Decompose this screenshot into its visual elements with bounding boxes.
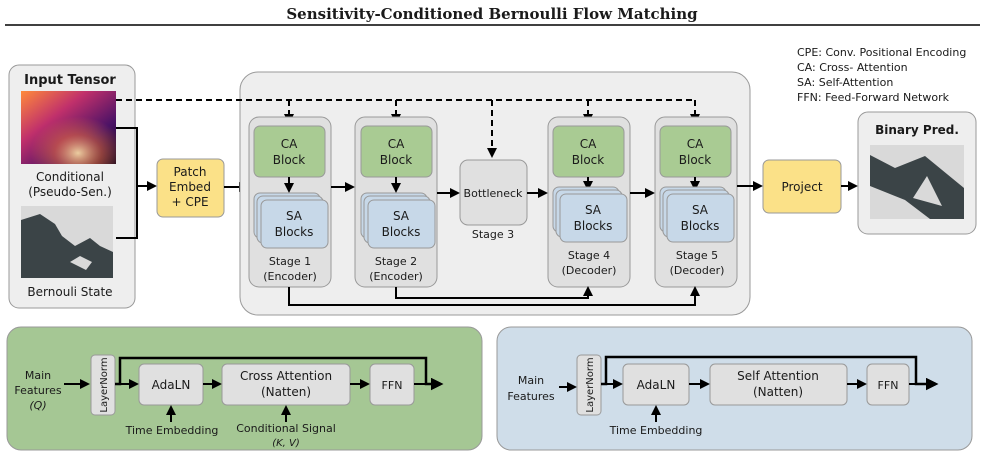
sa-blocks-label: SA <box>286 209 303 223</box>
stage-1: CA Block SA Blocks Stage 1 (Encoder) <box>248 116 332 288</box>
self-attention-label: (Natten) <box>753 385 803 399</box>
ca-block-label: Block <box>572 153 605 167</box>
ca-block <box>659 125 732 178</box>
skip-connection <box>288 286 700 306</box>
sa-blocks-label: SA <box>585 203 602 217</box>
diagram-title: Sensitivity-Conditioned Bernoulli Flow M… <box>286 5 698 23</box>
sa-blocks <box>666 193 735 243</box>
bernoulli-state-image <box>21 206 113 278</box>
ca-block-label: CA <box>687 137 704 151</box>
sa-blocks-label: Blocks <box>681 219 720 233</box>
layernorm-label: LayerNorm <box>99 357 110 412</box>
stage-label: (Decoder) <box>562 264 617 277</box>
stage-label: Stage 2 <box>375 255 417 268</box>
stage-label: Stage 5 <box>676 249 718 262</box>
ca-block <box>360 125 433 178</box>
ca-block-label: CA <box>580 137 597 151</box>
cross-attention-label: (Natten) <box>261 385 311 399</box>
bottleneck-label: Bottleneck <box>464 187 524 200</box>
layernorm-label: LayerNorm <box>585 357 596 412</box>
legend-line: CPE: Conv. Positional Encoding <box>797 46 966 59</box>
stage-2: CA Block SA Blocks Stage 2 (Encoder) <box>354 116 438 288</box>
main-features-label: (Q) <box>29 399 46 412</box>
ca-block-detail-panel: Main Features (Q) LayerNorm AdaLN Cross … <box>6 326 483 451</box>
binary-pred-image <box>870 145 964 219</box>
adaln-label: AdaLN <box>637 378 676 392</box>
self-attention-label: Self Attention <box>737 369 819 383</box>
conditional-label: Conditional <box>36 170 104 184</box>
conditional-signal-label: (K, V) <box>272 438 300 449</box>
legend-line: FFN: Feed-Forward Network <box>797 91 950 104</box>
main-features-label: Main <box>518 374 544 387</box>
ca-block-label: CA <box>281 137 298 151</box>
cross-attention-label: Cross Attention <box>240 369 332 383</box>
sa-blocks <box>260 199 329 249</box>
ffn-label: FFN <box>382 379 403 392</box>
stage-label: (Encoder) <box>369 270 423 283</box>
ca-block-label: Block <box>380 153 413 167</box>
conditional-sublabel: (Pseudo-Sen.) <box>28 185 112 199</box>
ffn-label: FFN <box>878 379 899 392</box>
sa-blocks-label: SA <box>393 209 410 223</box>
sa-blocks-label: Blocks <box>574 219 613 233</box>
adaln-label: AdaLN <box>152 378 191 392</box>
stage-4: CA Block SA Blocks Stage 4 (Decoder) <box>547 116 631 288</box>
abbreviation-legend: CPE: Conv. Positional Encoding CA: Cross… <box>797 46 966 104</box>
ca-block <box>552 125 625 178</box>
ca-block-label: Block <box>679 153 712 167</box>
ca-block-label: Block <box>273 153 306 167</box>
time-embedding-label: Time Embedding <box>125 424 219 437</box>
stage-5: CA Block SA Blocks Stage 5 (Decoder) <box>654 116 738 288</box>
project-label: Project <box>781 180 822 194</box>
stage-label: Stage 1 <box>269 255 311 268</box>
stage-label: Stage 3 <box>472 228 514 241</box>
stage-3: Bottleneck Stage 3 <box>459 159 528 241</box>
patch-embed-label: + CPE <box>171 195 208 209</box>
skip-connection <box>395 286 593 299</box>
stage-label: (Decoder) <box>670 264 725 277</box>
patch-embed-label: Patch <box>174 165 207 179</box>
bernoulli-state-label: Bernouli State <box>27 285 112 299</box>
sa-blocks <box>559 193 628 243</box>
sa-blocks <box>367 199 436 249</box>
time-embedding-label: Time Embedding <box>609 424 703 437</box>
main-features-label: Features <box>14 384 62 397</box>
sa-block-detail-panel: Main Features LayerNorm AdaLN Self Atten… <box>496 326 973 451</box>
patch-embed-label: Embed <box>169 180 211 194</box>
stage-label: Stage 4 <box>568 249 610 262</box>
sa-blocks-label: Blocks <box>382 225 421 239</box>
main-features-label: Features <box>507 390 555 403</box>
legend-line: CA: Cross- Attention <box>797 61 908 74</box>
binary-pred-title: Binary Pred. <box>875 123 959 137</box>
conditional-heatmap <box>21 91 116 164</box>
input-tensor-title: Input Tensor <box>24 73 116 88</box>
ca-block-label: CA <box>388 137 405 151</box>
legend-line: SA: Self-Attention <box>797 76 893 89</box>
conditional-signal-label: Conditional Signal <box>236 422 336 435</box>
stage-label: (Encoder) <box>263 270 317 283</box>
sa-blocks-label: SA <box>692 203 709 217</box>
ca-block <box>253 125 326 178</box>
sa-blocks-label: Blocks <box>275 225 314 239</box>
main-features-label: Main <box>25 369 51 382</box>
